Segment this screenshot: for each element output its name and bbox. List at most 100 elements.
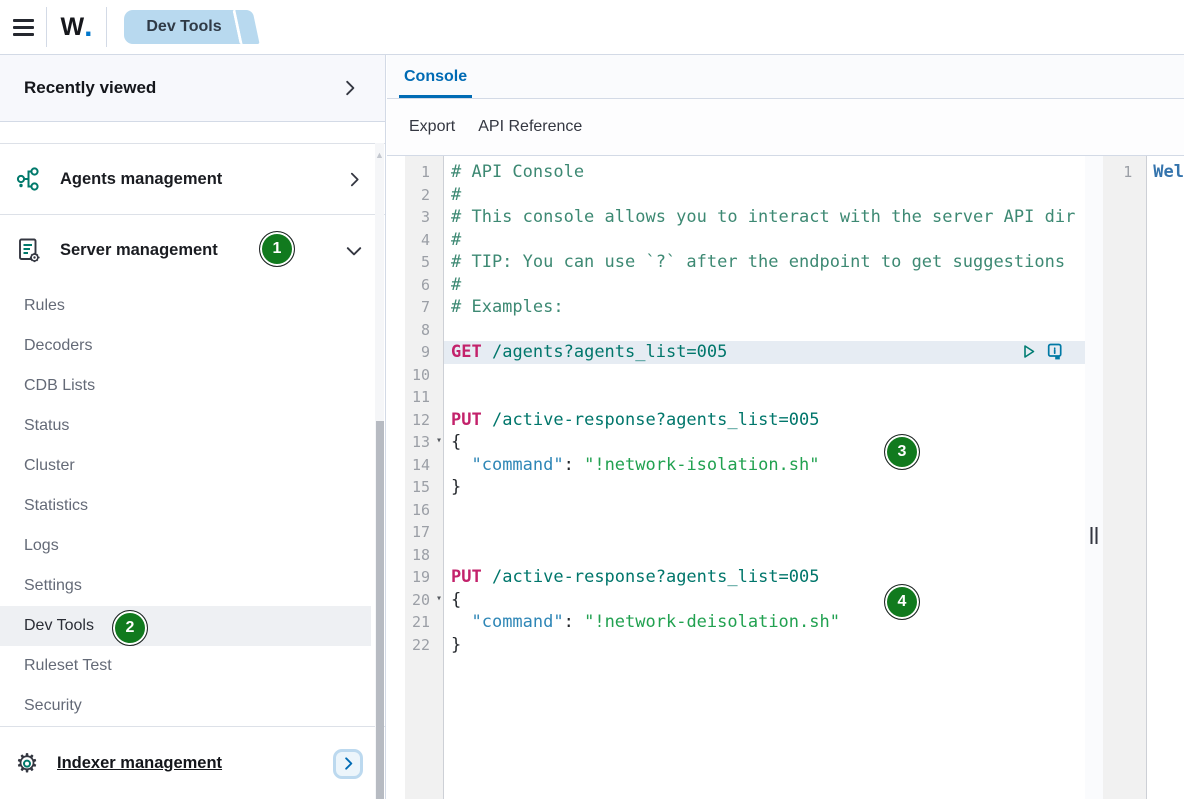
top-navigation-bar: W. Dev Tools <box>0 0 1184 55</box>
sidebar-item-decoders[interactable]: Decoders <box>0 326 371 366</box>
code-token-comment: # <box>451 184 462 205</box>
code-token-prop: "command" <box>471 454 564 475</box>
line-number: 20 <box>411 590 430 609</box>
code-line[interactable] <box>444 544 1085 567</box>
line-number: 1 <box>1123 163 1133 182</box>
code-line[interactable]: { <box>444 589 1085 612</box>
recently-viewed-header[interactable]: Recently viewed <box>0 55 385 122</box>
sidebar-item-label: Decoders <box>24 337 93 354</box>
code-token-comment: # TIP: You can use `?` after the endpoin… <box>451 252 1066 272</box>
code-token-punc: : <box>563 454 585 475</box>
panel-divider <box>1085 156 1103 799</box>
code-line[interactable]: # TIP: You can use `?` after the endpoin… <box>444 251 1085 274</box>
logo-dot: . <box>84 10 93 43</box>
chevron-right-icon[interactable] <box>346 171 363 188</box>
play-icon[interactable] <box>1020 343 1037 360</box>
annotation-badge-3: 3 <box>884 434 920 470</box>
scrollbar-thumb[interactable] <box>375 421 384 799</box>
request-line-actions <box>1020 343 1063 360</box>
code-line[interactable]: } <box>444 476 1085 499</box>
indexer-expand-button[interactable] <box>333 748 363 779</box>
code-line[interactable] <box>444 319 1085 342</box>
sidebar-section-indexer-management[interactable]: ⚙ Indexer management <box>0 727 385 799</box>
api-reference-button[interactable]: API Reference <box>478 118 583 135</box>
sidebar-item-label: Ruleset Test <box>24 657 112 674</box>
line-number: 9 <box>420 343 430 362</box>
line-number: 6 <box>420 275 430 294</box>
server-doc-gear-icon <box>13 237 43 264</box>
code-fold-arrow-icon[interactable]: ▾ <box>435 592 442 604</box>
breadcrumb-label: Dev Tools <box>146 18 222 35</box>
sidebar-item-status[interactable]: Status <box>0 406 371 446</box>
sidebar-section-server-management[interactable]: Server management <box>0 215 385 286</box>
code-token-method: GET <box>451 342 482 362</box>
sidebar-item-security[interactable]: Security <box>0 686 371 726</box>
sidebar-item-settings[interactable]: Settings <box>0 566 371 606</box>
sidebar-item-dev-tools[interactable]: Dev Tools <box>0 606 371 646</box>
code-line[interactable]: } <box>444 634 1085 657</box>
sidebar-item-logs[interactable]: Logs <box>0 526 371 566</box>
line-number: 16 <box>411 500 430 519</box>
code-token-comment: # API Console <box>451 162 585 182</box>
chevron-right-icon <box>344 757 352 770</box>
code-line[interactable]: "command": "!network-deisolation.sh" <box>444 611 1085 634</box>
annotation-badge-4: 4 <box>884 584 920 620</box>
code-fold-arrow-icon[interactable]: ▾ <box>435 435 442 446</box>
line-number: 12 <box>411 410 430 429</box>
response-editor[interactable]: 1 Wel <box>1103 156 1184 799</box>
code-line[interactable]: # This console allows you to interact wi… <box>444 206 1085 229</box>
panel-resize-handle-icon[interactable] <box>1090 527 1098 544</box>
code-line[interactable]: # <box>444 184 1085 207</box>
code-token-punc: { <box>451 432 462 452</box>
code-line[interactable]: # Examples: <box>444 296 1085 319</box>
menu-hamburger-icon[interactable] <box>0 0 46 54</box>
documentation-icon[interactable] <box>1046 343 1063 360</box>
sidebar-item-cluster[interactable]: Cluster <box>0 446 371 486</box>
sidebar-item-ruleset-test[interactable]: Ruleset Test <box>0 646 371 686</box>
code-line[interactable] <box>444 386 1085 409</box>
code-line[interactable]: GET /agents?agents_list=005 <box>444 341 1085 364</box>
code-token-punc <box>451 455 471 475</box>
code-line[interactable]: # API Console <box>444 161 1085 184</box>
code-line[interactable]: # <box>444 274 1085 297</box>
code-line[interactable] <box>444 499 1085 522</box>
line-number: 22 <box>411 635 430 654</box>
code-line[interactable]: "command": "!network-isolation.sh" <box>444 454 1085 477</box>
sidebar-item-label: CDB Lists <box>24 377 96 394</box>
code-line[interactable]: { <box>444 431 1085 454</box>
request-editor-code[interactable]: # API Console## This console allows you … <box>444 156 1085 799</box>
tab-console[interactable]: Console <box>399 68 473 98</box>
line-number: 3 <box>420 208 430 227</box>
app-logo[interactable]: W. <box>47 0 106 54</box>
code-token-method: PUT <box>451 409 482 430</box>
sidebar-item-cdb-lists[interactable]: CDB Lists <box>0 366 371 406</box>
sidebar-section-agents-management[interactable]: Agents management <box>0 144 385 215</box>
code-line[interactable] <box>444 521 1085 544</box>
chevron-down-icon[interactable] <box>345 242 363 260</box>
code-line[interactable]: PUT /active-response?agents_list=005 <box>444 409 1085 432</box>
sidebar-item-rules[interactable]: Rules <box>0 286 371 326</box>
sidebar-item-statistics[interactable]: Statistics <box>0 486 371 526</box>
code-token-punc: } <box>451 477 462 497</box>
code-token-comment: # <box>451 274 462 295</box>
breadcrumb-dev-tools-tab[interactable]: Dev Tools <box>124 10 260 44</box>
code-token-comment: # This console allows you to interact wi… <box>451 207 1076 227</box>
code-line[interactable]: # <box>444 229 1085 252</box>
code-line[interactable]: PUT /active-response?agents_list=005 <box>444 566 1085 589</box>
code-token-punc: : <box>563 612 585 632</box>
code-token-punc <box>451 612 471 632</box>
logo-text: W <box>60 12 85 41</box>
code-line[interactable] <box>444 364 1085 387</box>
agents-network-icon <box>13 166 43 192</box>
code-token-punc <box>482 410 492 430</box>
code-token-comment: # Examples: <box>451 297 564 317</box>
response-editor-gutter: 1 <box>1103 156 1148 799</box>
code-token-prop: "command" <box>471 612 564 632</box>
scrollbar-up-arrow-icon[interactable]: ▲ <box>375 150 384 160</box>
sidebar-scrollbar[interactable]: ▲ <box>375 143 384 799</box>
export-button[interactable]: Export <box>409 118 456 135</box>
